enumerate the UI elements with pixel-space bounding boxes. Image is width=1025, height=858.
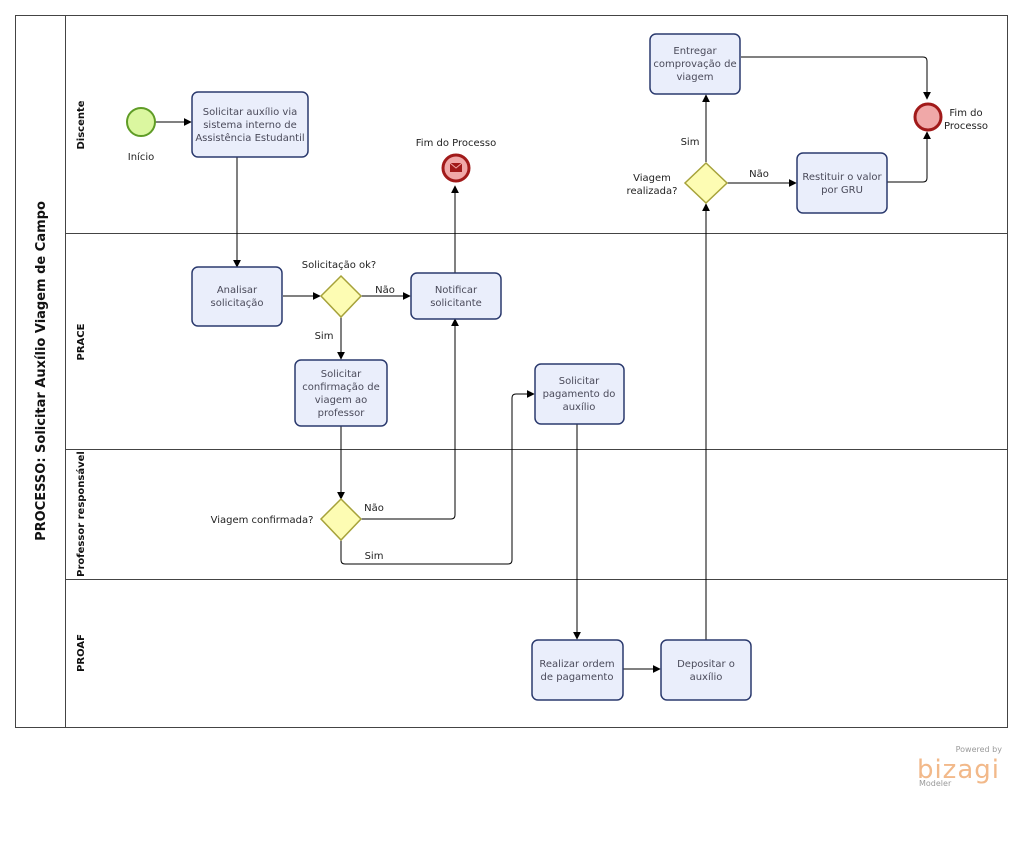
flow-label-nao-realizada: Não (749, 169, 769, 180)
powered-by-text: Powered by (956, 745, 1003, 754)
gateway-solicitacao-ok-label: Solicitação ok? (302, 260, 377, 271)
gateway-solicitacao-ok[interactable] (319, 274, 363, 319)
task-label: pagamento do (543, 389, 616, 400)
task-label: Assistência Estudantil (195, 132, 304, 144)
end-event[interactable] (913, 102, 943, 132)
task-label: Restituir o valor (802, 172, 882, 183)
task-label: auxílio (563, 401, 596, 413)
flow-entregar-to-fim (741, 56, 931, 100)
task-label: comprovação de (653, 59, 736, 70)
task-solicitar-confirmacao[interactable]: Solicitar confirmação de viagem ao profe… (294, 359, 388, 427)
task-label: Realizar ordem (539, 659, 614, 670)
flow-label-sim-realizada: Sim (681, 137, 700, 148)
flow-gateway-confirmada-sim (340, 390, 535, 565)
sequence-flows (155, 56, 931, 673)
task-label: por GRU (821, 185, 863, 196)
task-label: auxílio (690, 671, 723, 683)
gateway-viagem-realizada[interactable] (683, 161, 729, 205)
flow-restituir-to-fim (887, 131, 931, 183)
lane-label-prace: PRACE (76, 323, 87, 360)
task-entregar-comprovacao[interactable]: Entregar comprovação de viagem (649, 33, 741, 95)
start-event-label: Início (128, 151, 154, 163)
bizagi-wordmark: bizagi (917, 755, 1000, 785)
end-event-label-line1: Fim do (949, 108, 982, 119)
lane-label-professor: Professor responsável (75, 451, 87, 577)
task-label: Solicitar auxílio via (203, 106, 297, 118)
task-label: confirmação de (302, 382, 379, 393)
lane-label-proaf: PROAF (76, 634, 87, 672)
end-message-event[interactable] (441, 153, 471, 183)
flow-label-sim-ok: Sim (315, 331, 334, 342)
task-notificar-solicitante[interactable]: Notificar solicitante (410, 272, 502, 320)
pool: PROCESSO: Solicitar Auxílio Viagem de Ca… (15, 15, 1008, 728)
task-realizar-ordem[interactable]: Realizar ordem de pagamento (531, 639, 624, 701)
task-depositar-auxilio[interactable]: Depositar o auxílio (660, 639, 752, 701)
flow-gateway-confirmada-nao (361, 318, 459, 520)
task-label: Notificar (435, 285, 478, 296)
task-label: solicitação (211, 298, 264, 309)
bizagi-logo: Powered by bizagi Modeler (917, 745, 1002, 788)
task-label: Entregar (673, 46, 717, 57)
end-event-label-line2: Processo (944, 121, 988, 132)
task-label: Solicitar (321, 369, 362, 380)
task-label: professor (318, 408, 366, 419)
flow-label-sim-confirmada: Sim (365, 551, 384, 562)
task-label: de pagamento (541, 672, 614, 683)
start-event[interactable] (126, 107, 156, 137)
task-analisar-solicitacao[interactable]: Analisar solicitação (191, 266, 283, 327)
task-label: sistema interno de (203, 120, 297, 131)
task-label: viagem ao (315, 395, 368, 406)
gateway-viagem-realizada-label-line2: realizada? (627, 186, 678, 197)
task-label: viagem (676, 72, 713, 83)
gateway-viagem-confirmada-label: Viagem confirmada? (211, 515, 314, 526)
gateway-viagem-realizada-label-line1: Viagem (633, 173, 671, 184)
task-label: solicitante (430, 298, 482, 309)
modeler-text: Modeler (919, 779, 952, 788)
pool-title: PROCESSO: Solicitar Auxílio Viagem de Ca… (34, 201, 49, 541)
lane-label-discente: Discente (76, 100, 87, 149)
task-label: Depositar o (677, 659, 735, 670)
flow-label-nao-ok: Não (375, 285, 395, 296)
task-solicitar-auxilio[interactable]: Solicitar auxílio via sistema interno de… (191, 91, 309, 158)
envelope-icon (449, 162, 463, 172)
task-label: Solicitar (559, 376, 600, 387)
end-message-event-label: Fim do Processo (416, 138, 496, 149)
gateway-viagem-confirmada[interactable] (319, 497, 363, 542)
task-label: Analisar (217, 285, 258, 296)
flow-label-nao-confirmada: Não (364, 503, 384, 514)
task-restituir-valor[interactable]: Restituir o valor por GRU (796, 152, 888, 214)
task-solicitar-pagamento[interactable]: Solicitar pagamento do auxílio (534, 363, 625, 425)
